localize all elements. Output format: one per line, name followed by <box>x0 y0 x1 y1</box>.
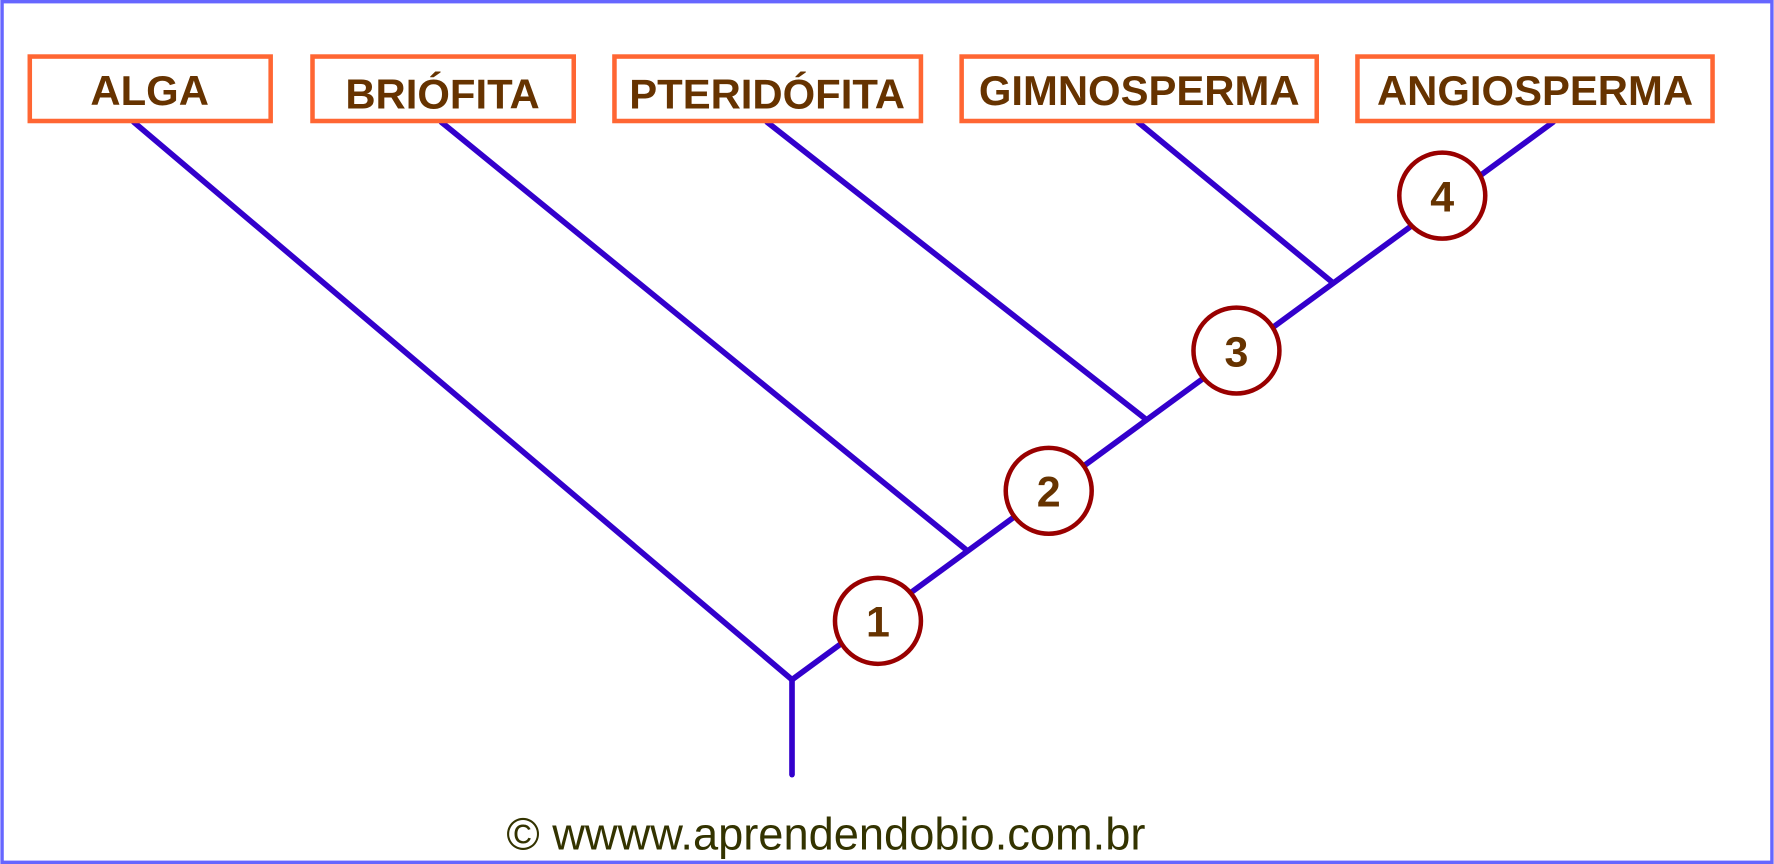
taxon-label: PTERIDÓFITA <box>629 70 905 118</box>
node-1: 1 <box>832 575 924 667</box>
node-label: 1 <box>866 599 890 647</box>
taxon-angiosperma: ANGIOSPERMA <box>1355 54 1715 124</box>
node-4: 4 <box>1397 150 1488 241</box>
taxon-label: ALGA <box>90 67 208 114</box>
node-label: 4 <box>1430 173 1454 221</box>
node-label: 2 <box>1037 469 1061 517</box>
node-3: 3 <box>1191 305 1282 396</box>
taxon-boxes: ALGA BRIÓFITA PTERIDÓFITA GIMNOSPERMA AN… <box>27 54 1715 124</box>
node-2: 2 <box>1003 445 1094 537</box>
node-label: 3 <box>1224 328 1248 376</box>
branch-briofita <box>438 119 971 554</box>
taxon-gimnosperma: GIMNOSPERMA <box>959 54 1319 124</box>
branches <box>131 119 1556 778</box>
branch-pteridofita <box>764 119 1148 422</box>
taxon-pteridofita: PTERIDÓFITA <box>612 54 924 124</box>
node-markers: 1 2 3 4 <box>832 150 1488 667</box>
copyright-footer: © wwww.aprendendobio.com.br <box>506 808 1145 859</box>
taxon-label: GIMNOSPERMA <box>979 67 1300 114</box>
taxon-label: ANGIOSPERMA <box>1377 67 1693 114</box>
branch-alga <box>131 119 795 683</box>
taxon-label: BRIÓFITA <box>345 70 539 118</box>
taxon-alga: ALGA <box>27 54 273 124</box>
taxon-briofita: BRIÓFITA <box>310 54 577 124</box>
branch-gimnosperma <box>1135 119 1335 285</box>
